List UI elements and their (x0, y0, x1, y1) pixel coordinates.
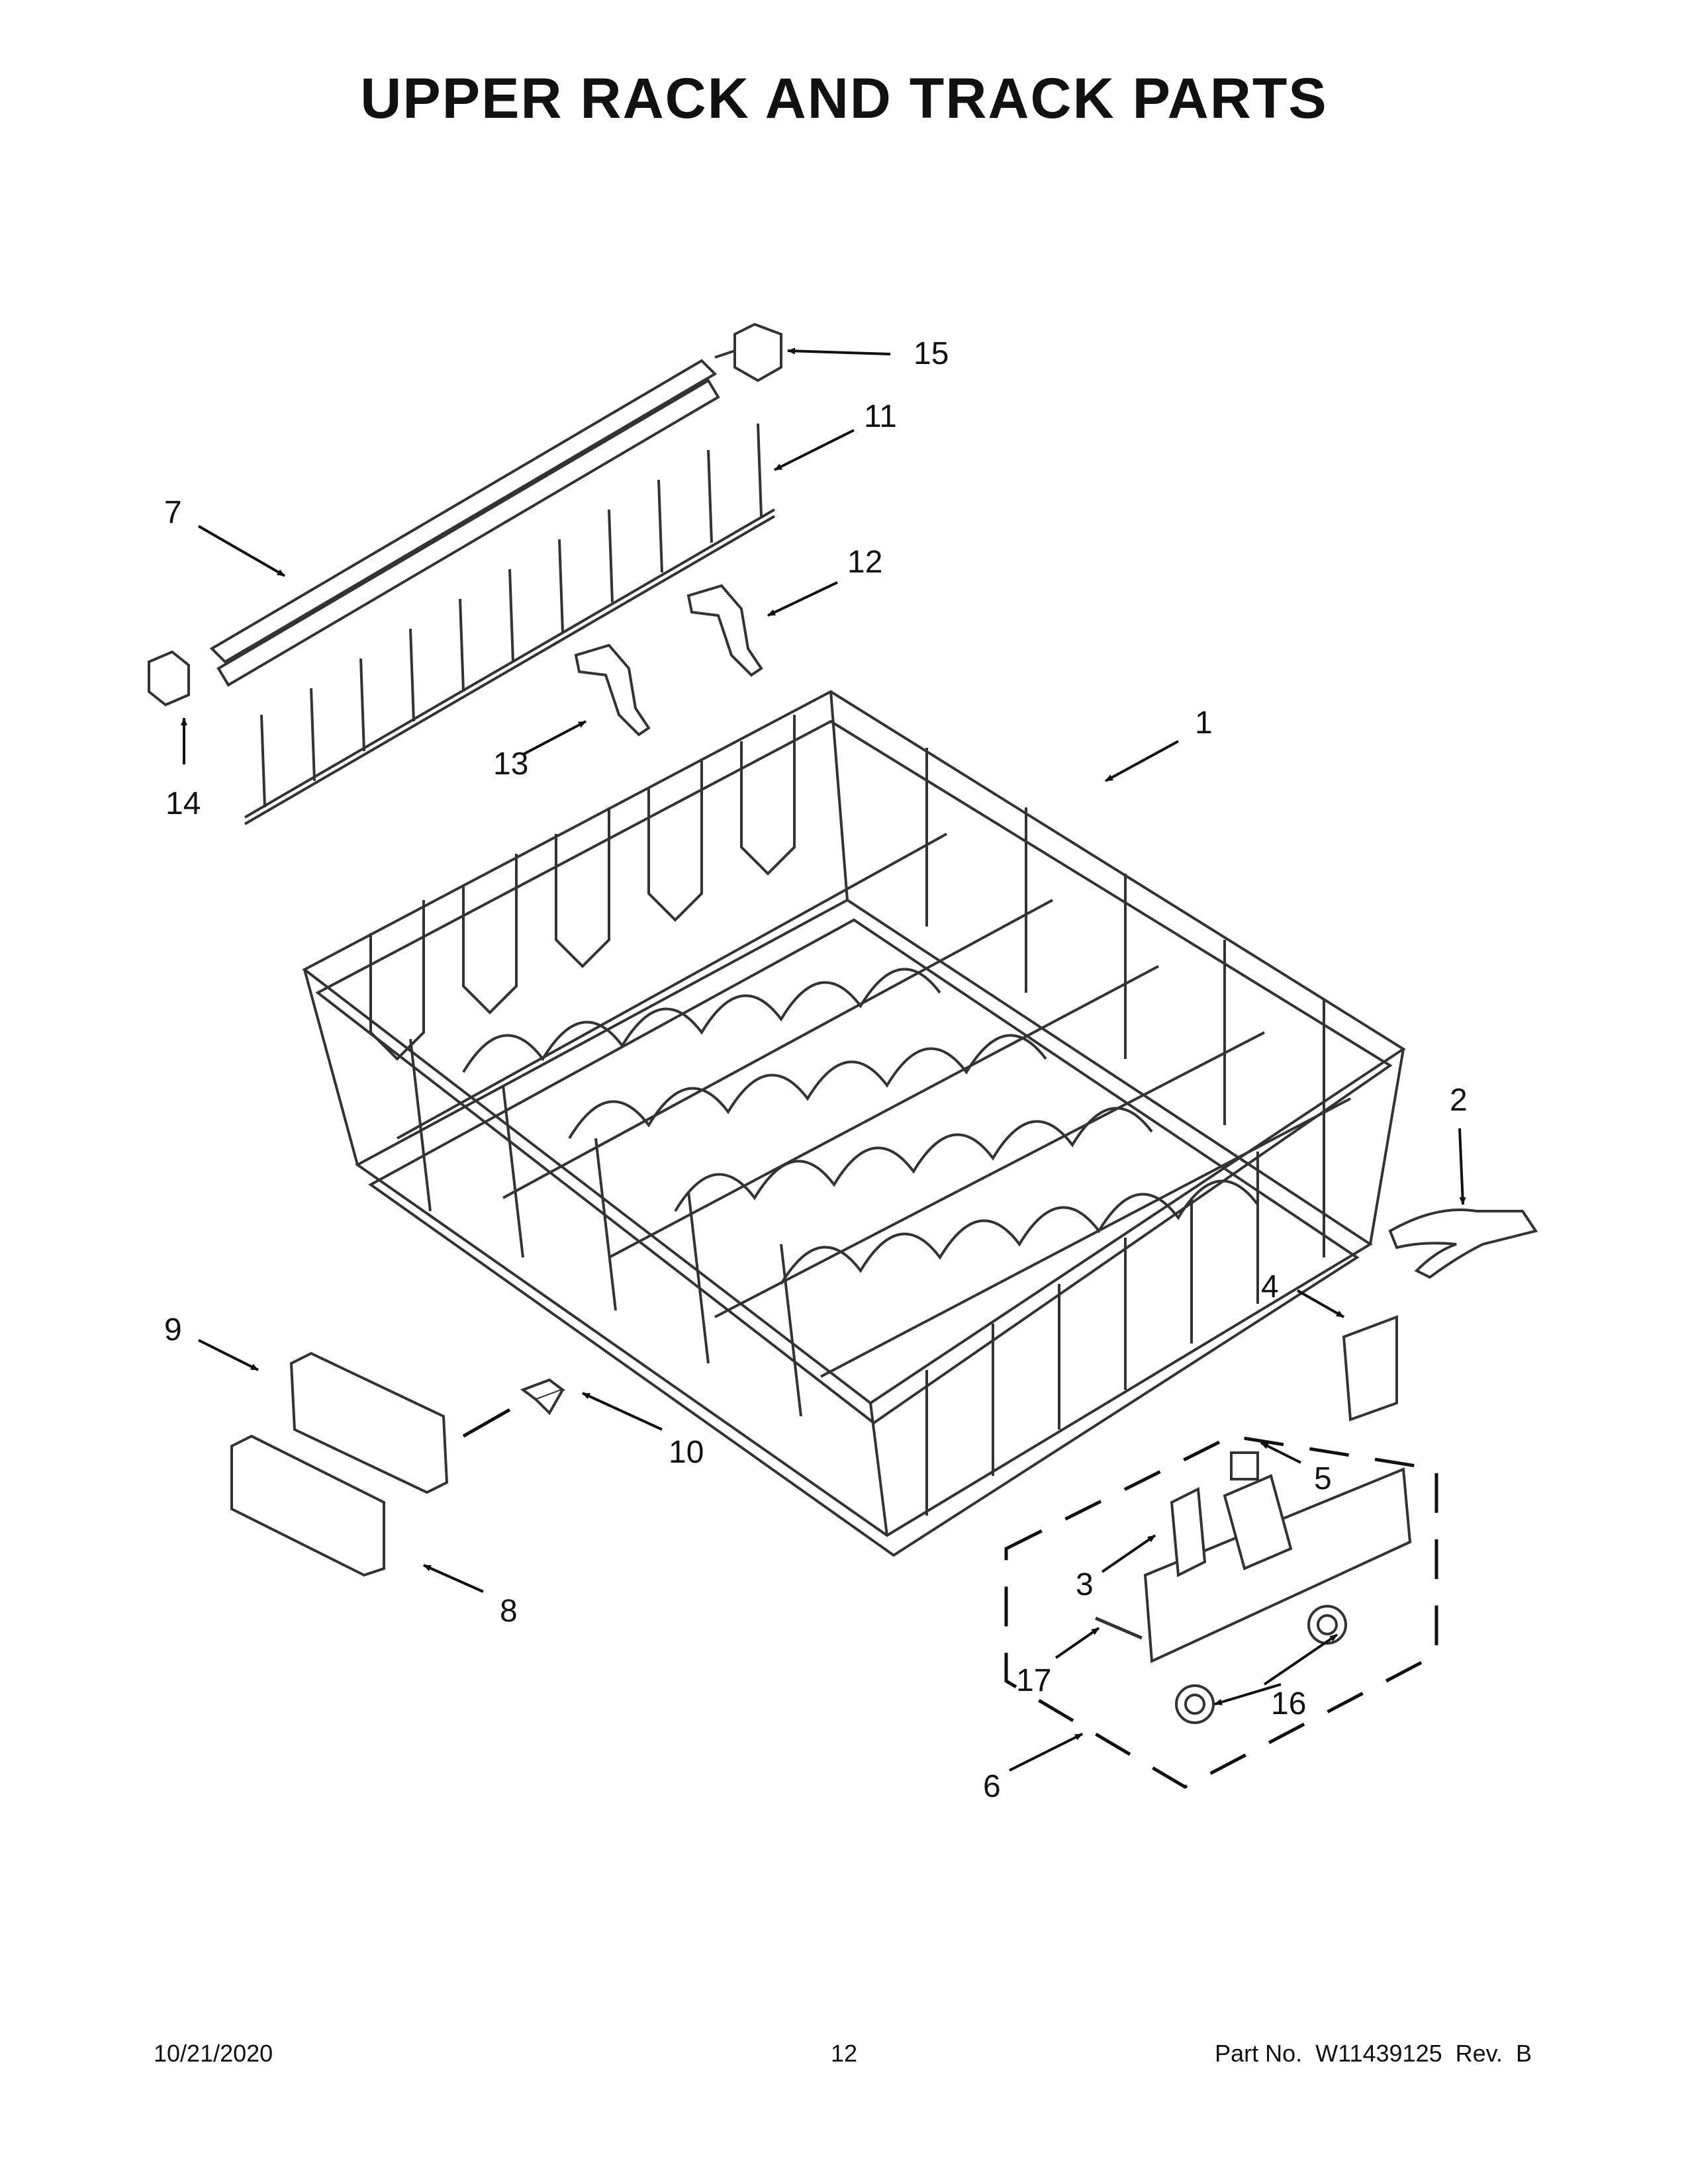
page-title: UPPER RACK AND TRACK PARTS (360, 67, 1328, 130)
callout-4: 4 (1261, 1269, 1279, 1304)
callout-2: 2 (1450, 1083, 1468, 1118)
callout-7: 7 (164, 495, 182, 530)
footer-part-number: Part No. W11439125 Rev. B (1215, 2040, 1532, 2067)
callout-10: 10 (669, 1435, 704, 1470)
callout-9: 9 (164, 1312, 182, 1347)
callout-11: 11 (864, 399, 897, 434)
footer-date: 10/21/2020 (154, 2040, 273, 2067)
callout-13: 13 (493, 747, 528, 782)
callout-15: 15 (914, 336, 949, 371)
tine-row (244, 423, 776, 825)
callout-14: 14 (165, 786, 201, 821)
dash-marker (462, 1408, 511, 1438)
callout-8: 8 (500, 1594, 518, 1629)
callout-5: 5 (1314, 1461, 1332, 1496)
rack-clip-2 (1388, 1208, 1538, 1279)
footer-page-number: 12 (830, 2040, 858, 2067)
rack-clip-12 (686, 584, 763, 677)
handle-cover (230, 1434, 385, 1577)
screw (520, 1378, 566, 1416)
callout-3: 3 (1076, 1567, 1094, 1602)
rail-stop (714, 322, 782, 383)
callout-12: 12 (847, 545, 882, 580)
upper-rack-basket (302, 690, 1406, 1557)
leader-lines (181, 347, 1466, 1772)
axle-pin (1095, 1616, 1143, 1640)
adjuster-bracket (1342, 1315, 1398, 1422)
track-rail (209, 359, 720, 687)
callout-17: 17 (1016, 1663, 1051, 1698)
adjuster-assembly-outline (1004, 1434, 1438, 1789)
wheel (1175, 1605, 1347, 1724)
callout-1: 1 (1195, 705, 1213, 741)
callout-6: 6 (983, 1769, 1001, 1804)
rail-end-cap (148, 650, 190, 707)
handle-base (289, 1351, 449, 1494)
rack-clip-13 (574, 643, 651, 737)
adjuster-body (1143, 1451, 1412, 1664)
callout-16: 16 (1271, 1686, 1306, 1721)
